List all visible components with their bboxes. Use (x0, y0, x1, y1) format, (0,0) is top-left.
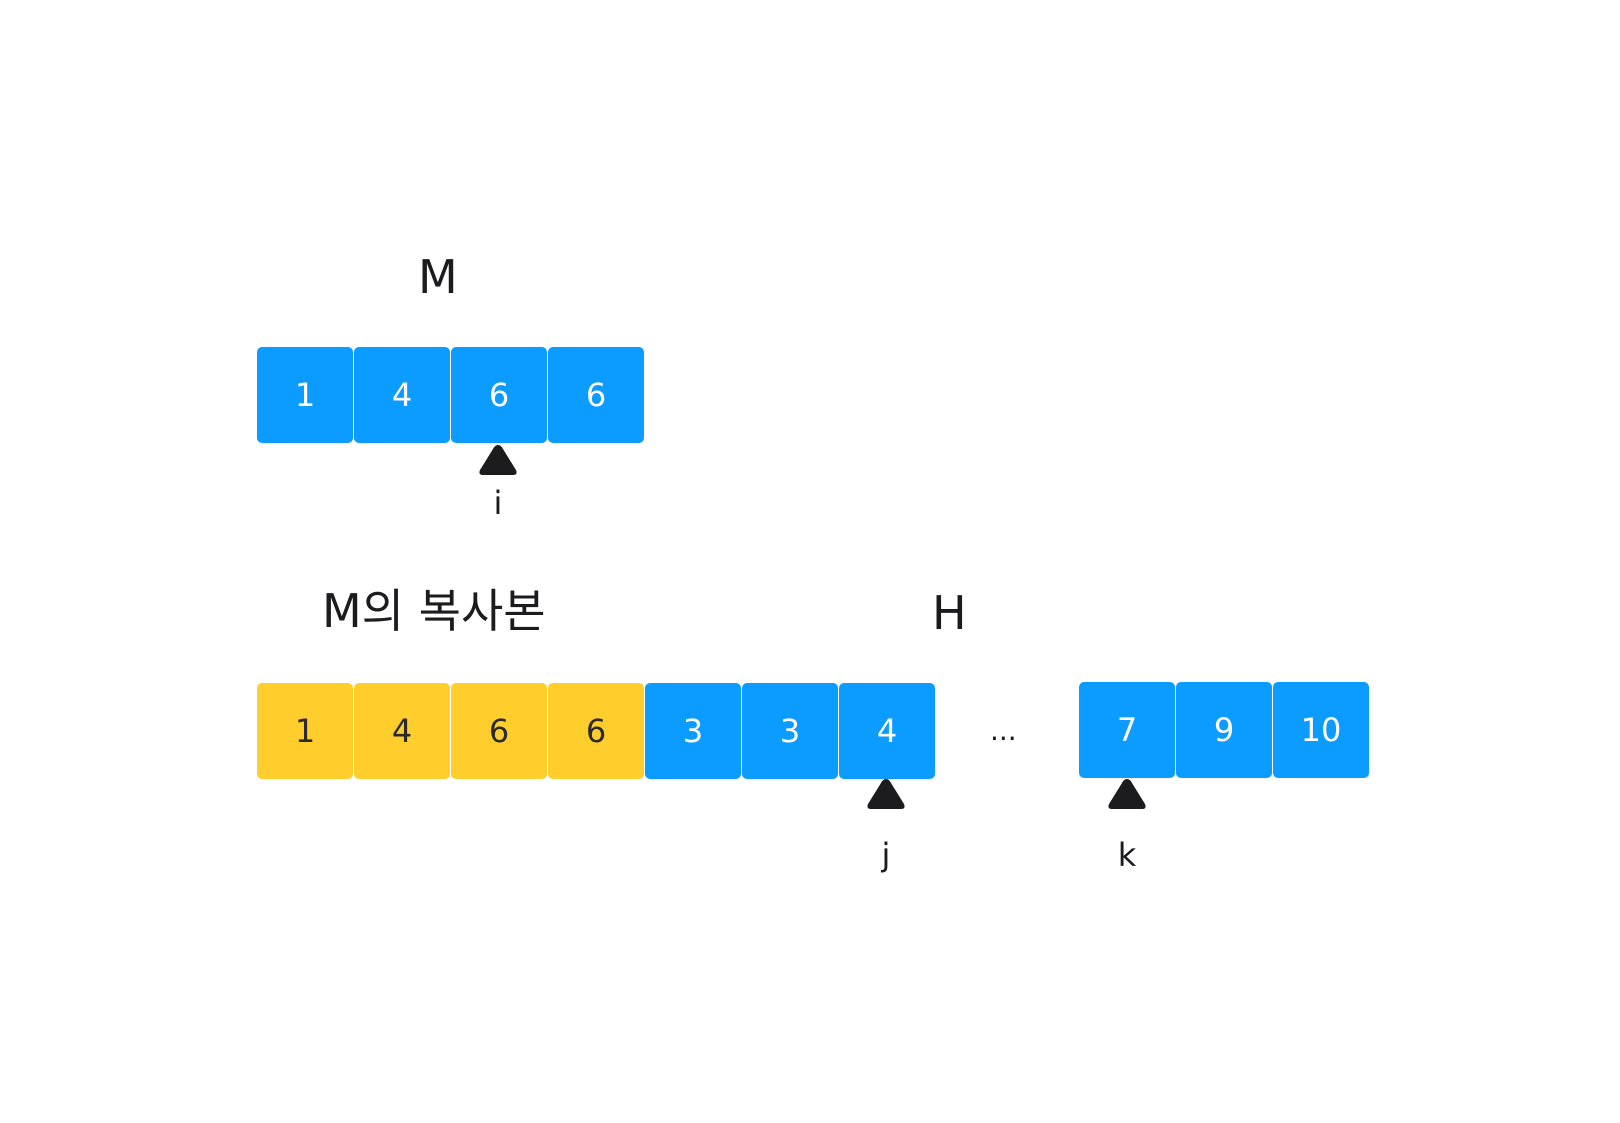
pointer-j-icon (867, 779, 905, 809)
ellipsis: ... (990, 714, 1017, 747)
pointer-i-label: i (493, 484, 503, 522)
pointer-k-label: k (1117, 836, 1137, 874)
array-h-cell: 7 (1079, 682, 1175, 778)
pointer-k-icon (1108, 779, 1146, 809)
array-h-cell: 4 (839, 683, 935, 779)
pointer-j-label: j (881, 836, 891, 874)
pointer-i-icon (479, 445, 517, 475)
label-m-copy: M의 복사본 (322, 584, 546, 638)
array-copy-cell: 6 (451, 683, 547, 779)
array-m-cell: 1 (257, 347, 353, 443)
label-m: M (418, 250, 458, 304)
array-copy-cell: 4 (354, 683, 450, 779)
label-h: H (932, 586, 967, 640)
array-m-cell: 4 (354, 347, 450, 443)
array-h-cell: 9 (1176, 682, 1272, 778)
array-copy-cell: 6 (548, 683, 644, 779)
array-m-cell: 6 (548, 347, 644, 443)
array-h-right: 7 9 10 (1079, 682, 1369, 778)
array-m-cell: 6 (451, 347, 547, 443)
array-h-cell: 3 (742, 683, 838, 779)
array-copy-cell: 1 (257, 683, 353, 779)
array-m-copy: 1 4 6 6 3 3 4 (257, 683, 935, 779)
array-h-cell: 10 (1273, 682, 1369, 778)
array-h-cell: 3 (645, 683, 741, 779)
array-m: 1 4 6 6 (257, 347, 644, 443)
